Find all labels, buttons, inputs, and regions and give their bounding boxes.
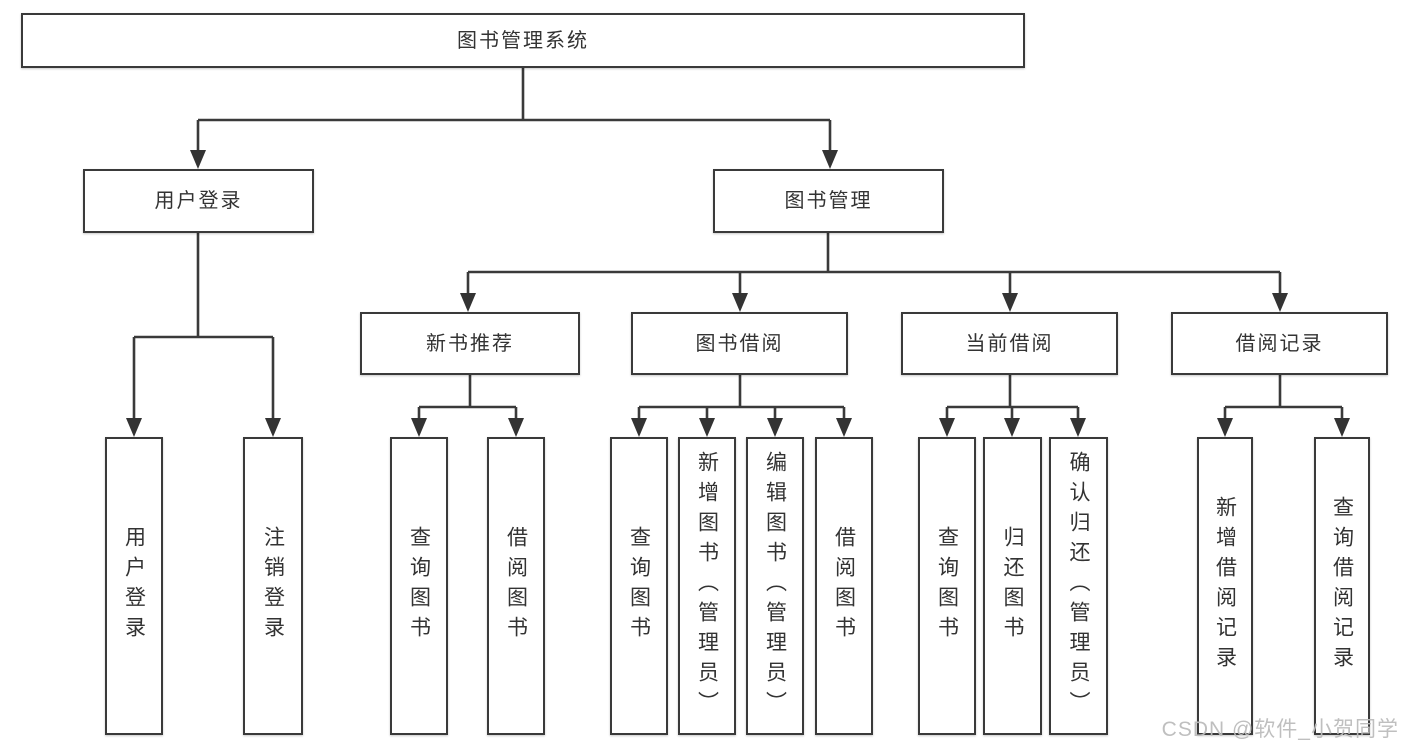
node-book-management: 图书管理 bbox=[713, 169, 944, 233]
node-book-borrowing: 图书借阅 bbox=[631, 312, 848, 375]
leaf-borrow-book-recommend: 借阅图书 bbox=[487, 437, 545, 735]
node-borrowing-records: 借阅记录 bbox=[1171, 312, 1388, 375]
leaf-logout: 注销登录 bbox=[243, 437, 303, 735]
leaf-query-book-recommend: 查询图书 bbox=[390, 437, 448, 735]
node-current-borrowing: 当前借阅 bbox=[901, 312, 1118, 375]
leaf-confirm-return-admin: 确认归还（管理员） bbox=[1049, 437, 1108, 735]
leaf-add-book-admin: 新增图书（管理员） bbox=[678, 437, 736, 735]
leaf-edit-book-admin: 编辑图书（管理员） bbox=[746, 437, 804, 735]
connector-edges bbox=[132, 68, 1344, 423]
node-root: 图书管理系统 bbox=[21, 13, 1025, 68]
leaf-query-book-current: 查询图书 bbox=[918, 437, 976, 735]
leaf-borrow-book: 借阅图书 bbox=[815, 437, 873, 735]
arrowhead-icons bbox=[126, 150, 1350, 437]
leaf-add-borrow-record: 新增借阅记录 bbox=[1197, 437, 1253, 735]
node-user-login: 用户登录 bbox=[83, 169, 314, 233]
leaf-user-login: 用户登录 bbox=[105, 437, 163, 735]
leaf-query-book-borrowing: 查询图书 bbox=[610, 437, 668, 735]
csdn-watermark: CSDN @软件_小贺同学 bbox=[1161, 718, 1399, 741]
node-new-book-recommend: 新书推荐 bbox=[360, 312, 580, 375]
leaf-query-borrow-record: 查询借阅记录 bbox=[1314, 437, 1370, 735]
leaf-return-book: 归还图书 bbox=[983, 437, 1042, 735]
